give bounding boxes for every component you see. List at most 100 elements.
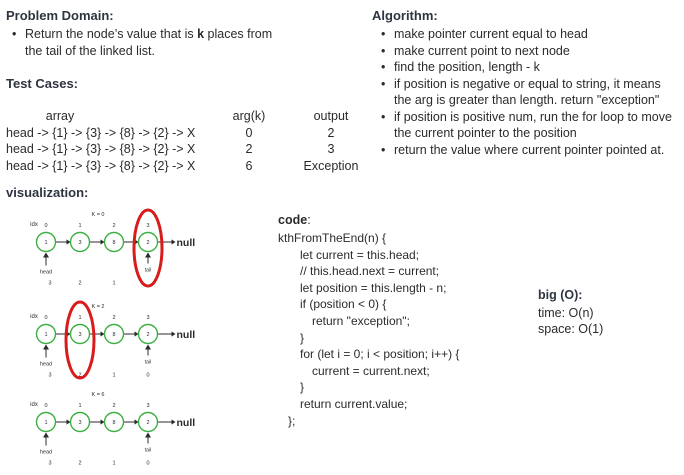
code-line: }; — [288, 413, 296, 428]
node-value: 3 — [78, 240, 81, 246]
output-column: output 2 3 Exception — [296, 108, 366, 174]
node-value: 1 — [44, 420, 47, 426]
list-node — [103, 323, 125, 345]
next-arrow-head — [134, 419, 139, 425]
code-line: kthFromTheEnd(n) { — [278, 231, 387, 245]
list-node — [103, 411, 125, 433]
next-arrow-head — [100, 419, 105, 425]
index-top: 0 — [44, 403, 47, 409]
algorithm-step: if position is positive num, run the for… — [379, 109, 679, 142]
tail-label: tail — [145, 360, 151, 366]
code-line: let position = this.length - n; — [300, 280, 447, 295]
idx-label: idx — [30, 222, 38, 228]
code-line: // this.head.next = current; — [300, 264, 440, 279]
arg-column: arg(k) 0 2 6 — [224, 108, 274, 174]
list-node — [35, 231, 57, 253]
test-output-cell: Exception — [303, 158, 359, 173]
head-label: head — [40, 362, 52, 368]
node-value: 2 — [146, 240, 149, 246]
test-output-cell: 2 — [327, 125, 335, 140]
null-label: null — [177, 237, 196, 249]
index-top: 3 — [146, 403, 149, 409]
tail-label: tail — [145, 448, 151, 454]
node-value: 3 — [78, 332, 81, 338]
node-value: 1 — [44, 240, 47, 246]
code-line: if (position < 0) { — [300, 297, 387, 312]
algorithm-step: make current point to next node — [379, 43, 679, 60]
code-line: return current.value; — [300, 396, 408, 411]
algorithm-step: return the value where current pointer p… — [379, 142, 679, 159]
list-node — [35, 323, 57, 345]
problem-domain-item: Return the node’s value that is k places… — [10, 26, 280, 59]
index-top: 2 — [112, 403, 115, 409]
node-value: 8 — [112, 420, 115, 426]
array-column: array head -> {1} -> {3} -> {8} -> {2} -… — [6, 108, 236, 174]
head-label: head — [40, 450, 52, 456]
list-node — [137, 411, 159, 433]
index-bottom: 2 — [78, 461, 81, 467]
list-node — [69, 411, 91, 433]
next-arrow-head — [66, 239, 71, 245]
index-bottom: 0 — [146, 373, 149, 379]
head-pointer-head — [43, 252, 49, 258]
test-array-cell: head -> {1} -> {3} -> {8} -> {2} -> X — [6, 142, 196, 156]
highlight-ellipse — [132, 208, 164, 288]
code-line: for (let i = 0; i < position; i++) { — [300, 347, 460, 362]
test-array-cell: head -> {1} -> {3} -> {8} -> {2} -> X — [6, 125, 196, 140]
code-line: let current = this.head; — [300, 247, 420, 262]
test-arg-cell: 2 — [245, 142, 253, 156]
node-value: 8 — [112, 240, 115, 246]
column-header-output: output — [313, 109, 349, 123]
column-header-array: array — [45, 109, 75, 123]
index-bottom: 1 — [112, 373, 115, 379]
null-arrow-head — [171, 239, 176, 245]
index-bottom: 1 — [112, 281, 115, 287]
list-node — [69, 231, 91, 253]
k-label: K = 0 — [92, 212, 105, 218]
index-bottom: 2 — [78, 373, 81, 379]
next-arrow-head — [100, 331, 105, 337]
code-block: kthFromTheEnd(n) { let current = this.he… — [278, 230, 459, 429]
index-top: 0 — [44, 315, 47, 321]
tail-label: tail — [145, 268, 151, 274]
tail-pointer-head — [145, 252, 151, 258]
idx-label: idx — [30, 314, 38, 320]
list-node — [137, 323, 159, 345]
code-line: return "exception"; — [312, 313, 410, 328]
algorithm-title: Algorithm: — [372, 8, 438, 23]
index-bottom: 1 — [112, 461, 115, 467]
idx-label: idx — [30, 402, 38, 408]
algorithm-step: find the position, length - k — [379, 59, 679, 76]
index-top: 3 — [146, 223, 149, 229]
index-bottom: 3 — [48, 373, 51, 379]
test-array-cell: head -> {1} -> {3} -> {8} -> {2} -> X — [6, 158, 196, 173]
test-arg-cell: 6 — [245, 158, 253, 173]
column-header-arg: arg(k) — [232, 109, 266, 123]
test-cases-title: Test Cases: — [6, 76, 79, 91]
index-top: 2 — [112, 315, 115, 321]
algorithm-step: if position is negative or equal to stri… — [379, 76, 679, 109]
problem-domain-title: Problem Domain: — [6, 8, 114, 23]
index-top: 1 — [78, 223, 81, 229]
k-label: K = 6 — [92, 392, 105, 398]
list-node — [103, 231, 125, 253]
head-label: head — [40, 270, 52, 276]
null-arrow-head — [171, 419, 176, 425]
index-top: 3 — [146, 315, 149, 321]
algorithm-list: make pointer current equal to head make … — [379, 26, 679, 158]
head-pointer-head — [43, 344, 49, 350]
big-o-time: time: O(n) — [538, 306, 594, 320]
index-top: 1 — [78, 315, 81, 321]
code-line: current = current.next; — [312, 363, 430, 378]
test-output-cell: 3 — [327, 142, 335, 156]
head-pointer-head — [43, 432, 49, 438]
index-bottom: 3 — [48, 281, 51, 287]
code-line: } — [300, 380, 305, 395]
code-title: code: — [278, 213, 311, 227]
tail-pointer-head — [145, 432, 151, 438]
list-node — [137, 231, 159, 253]
test-cases-table: array head -> {1} -> {3} -> {8} -> {2} -… — [6, 108, 366, 178]
index-top: 1 — [78, 403, 81, 409]
code-line: } — [300, 330, 305, 345]
